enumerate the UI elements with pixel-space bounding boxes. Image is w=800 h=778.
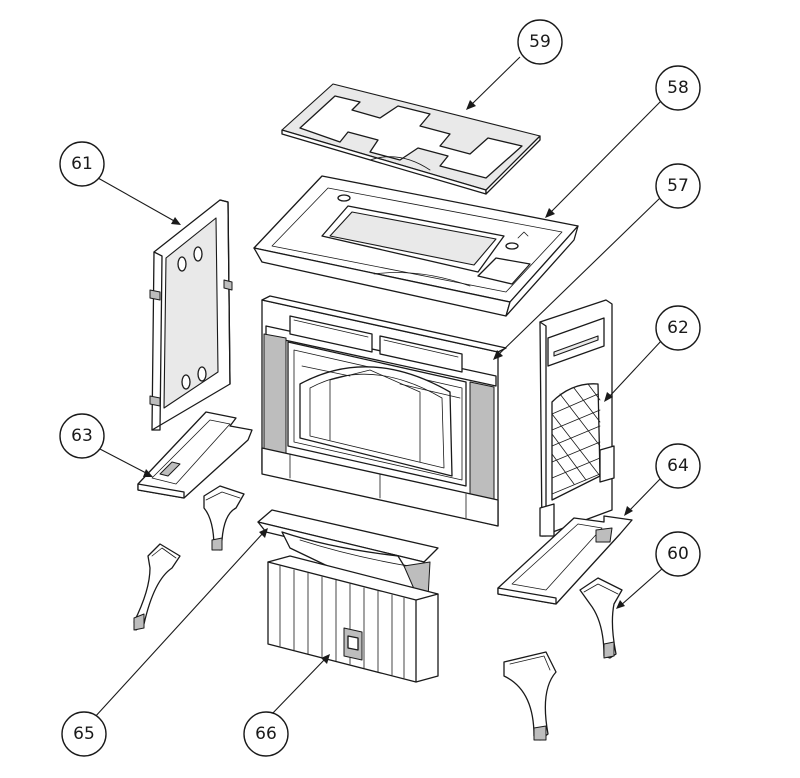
callout-63: 63 [59,413,105,459]
callout-66: 66 [243,711,289,757]
callout-59-label: 59 [529,32,551,52]
callout-65-label: 65 [73,724,95,744]
leader-57 [496,197,661,357]
leader-64 [627,477,662,513]
callout-61: 61 [59,141,105,187]
callout-58: 58 [655,65,701,111]
leader-lines [93,56,664,719]
part-62-right-side-panel [539,299,615,537]
leader-58 [548,99,663,215]
callout-62-label: 62 [667,318,689,338]
leader-59 [469,56,521,107]
part-64-right-base-rail [497,515,633,605]
part-60-leg-1 [203,485,245,551]
callout-66-label: 66 [255,724,277,744]
leader-63 [97,447,149,475]
callout-57-label: 57 [667,176,689,196]
part-60-leg-4 [503,651,557,741]
part-66-rear-panel [267,555,439,683]
part-59-top-plate [281,83,541,195]
callout-64: 64 [655,443,701,489]
callout-60: 60 [655,531,701,577]
leader-61 [97,177,177,223]
part-60-leg-3 [579,577,623,659]
callout-62: 62 [655,305,701,351]
callout-63-label: 63 [71,426,93,446]
leader-62 [607,339,663,399]
callout-60-label: 60 [667,544,689,564]
callout-57: 57 [655,163,701,209]
callout-59: 59 [517,19,563,65]
callout-64-label: 64 [667,456,689,476]
callout-65: 65 [61,711,107,757]
part-63-left-base-rail [137,411,253,499]
leader-65 [93,531,265,719]
leader-66 [269,657,327,717]
part-58-top-surround [253,175,579,317]
callout-61-label: 61 [71,154,93,174]
part-60-leg-2 [133,543,181,631]
part-61-left-side-panel [149,199,233,431]
leader-60 [619,567,664,607]
part-57-front-body [261,295,507,527]
callout-58-label: 58 [667,78,689,98]
